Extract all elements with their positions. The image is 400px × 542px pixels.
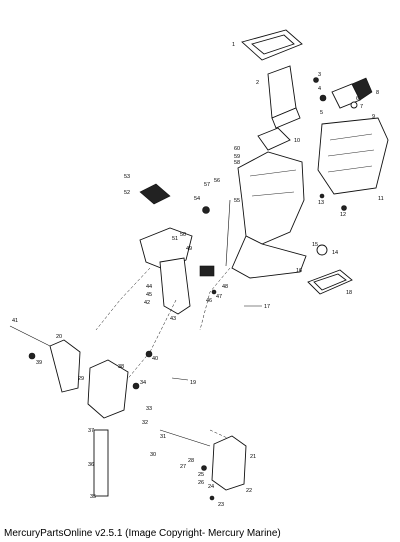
callout-labels: 1 2 3 4 5 6 7 8 9 10 11 12 13 14 15 16 1… (12, 42, 384, 508)
callout-48: 48 (222, 284, 228, 290)
image-caption: MercuryPartsOnline v2.5.1 (Image Copyrig… (4, 528, 281, 539)
callout-58: 58 (234, 160, 240, 166)
callout-11: 11 (378, 196, 384, 202)
callout-54: 54 (194, 196, 200, 202)
part-48-clamp[interactable] (199, 265, 215, 277)
part-23-nut[interactable] (209, 495, 215, 501)
callout-2: 2 (256, 80, 259, 86)
part-7-bushing[interactable] (350, 101, 358, 109)
callout-33: 33 (146, 406, 152, 412)
callout-29: 29 (78, 376, 84, 382)
callout-43: 43 (170, 316, 176, 322)
callout-59: 59 (234, 154, 240, 160)
callout-7: 7 (360, 104, 363, 110)
callout-22: 22 (246, 488, 252, 494)
part-47-nut[interactable] (211, 289, 217, 295)
callout-52: 52 (124, 190, 130, 196)
callout-45: 45 (146, 292, 152, 298)
part-16-drive-shaft-housing[interactable] (231, 151, 307, 279)
callout-35: 35 (90, 494, 96, 500)
part-3-bolt[interactable] (313, 77, 319, 83)
part-41-through-bolt[interactable] (9, 325, 55, 349)
callout-12: 12 (340, 212, 346, 218)
callout-34: 34 (140, 380, 146, 386)
callout-40: 40 (152, 356, 158, 362)
callout-46: 46 (206, 298, 212, 304)
callout-20: 20 (56, 334, 62, 340)
callout-5: 5 (320, 110, 323, 116)
callout-41: 41 (12, 318, 18, 324)
callout-10: 10 (294, 138, 300, 144)
part-21-bracket-right[interactable] (211, 435, 247, 491)
part-2-exhaust-tube[interactable] (267, 65, 301, 129)
part-55-rod[interactable] (225, 199, 231, 267)
callout-36: 36 (88, 462, 94, 468)
callout-30: 30 (150, 452, 156, 458)
part-18-seal[interactable] (307, 269, 353, 295)
part-12-screw[interactable] (341, 205, 347, 211)
callout-39: 39 (36, 360, 42, 366)
part-39-washer[interactable] (28, 352, 36, 360)
callout-4: 4 (318, 86, 321, 92)
callout-3: 3 (318, 72, 321, 78)
callout-24: 24 (208, 484, 214, 490)
dashed-guide-lines (95, 267, 237, 443)
part-52-pad[interactable] (139, 183, 171, 205)
callout-14: 14 (332, 250, 338, 256)
callout-49: 49 (186, 246, 192, 252)
part-6-shift-coupler[interactable] (331, 77, 373, 109)
callout-32: 32 (142, 420, 148, 426)
part-20-bracket-left[interactable] (49, 339, 81, 393)
callout-28: 28 (188, 458, 194, 464)
callout-53: 53 (124, 174, 130, 180)
callout-8: 8 (376, 90, 379, 96)
callout-26: 26 (198, 480, 204, 486)
part-28-clamp-bracket[interactable] (87, 359, 129, 419)
callout-57: 57 (204, 182, 210, 188)
callout-21: 21 (250, 454, 256, 460)
callout-19: 19 (190, 380, 196, 386)
part-13-screw[interactable] (319, 193, 325, 199)
callout-55: 55 (234, 198, 240, 204)
callout-50: 50 (180, 232, 186, 238)
callout-6: 6 (356, 96, 359, 102)
part-32-pin[interactable] (159, 429, 211, 447)
callout-31: 31 (160, 434, 166, 440)
callout-60: 60 (234, 146, 240, 152)
part-42-upper-mount[interactable] (139, 227, 193, 315)
callout-47: 47 (216, 294, 222, 300)
part-10-gasket[interactable] (257, 127, 291, 151)
part-11-side-cover[interactable] (317, 117, 389, 195)
callout-1: 1 (232, 42, 235, 48)
part-54-washer[interactable] (202, 206, 210, 214)
callout-18: 18 (346, 290, 352, 296)
part-36-tilt-tube[interactable] (93, 429, 109, 497)
callout-56: 56 (214, 178, 220, 184)
callout-9: 9 (372, 114, 375, 120)
callout-23: 23 (218, 502, 224, 508)
callout-51: 51 (172, 236, 178, 242)
callout-27: 27 (180, 464, 186, 470)
callout-16: 16 (296, 268, 302, 274)
callout-25: 25 (198, 472, 204, 478)
callout-44: 44 (146, 284, 152, 290)
part-1-cover-plate[interactable] (241, 29, 303, 61)
part-34-nut[interactable] (132, 382, 140, 390)
callout-42: 42 (144, 300, 150, 306)
callout-15: 15 (312, 242, 318, 248)
exploded-parts-diagram: 1 2 3 4 5 6 7 8 9 10 11 12 13 14 15 16 1… (9, 29, 389, 508)
callout-17: 17 (264, 304, 270, 310)
part-5-spring[interactable] (319, 94, 327, 102)
part-19-bolt[interactable] (171, 377, 189, 381)
callout-13: 13 (318, 200, 324, 206)
part-40-washer[interactable] (145, 350, 153, 358)
part-15-bumper[interactable] (316, 244, 328, 256)
part-27-washer[interactable] (201, 465, 207, 471)
callout-38: 38 (118, 364, 124, 370)
callout-37: 37 (88, 428, 94, 434)
